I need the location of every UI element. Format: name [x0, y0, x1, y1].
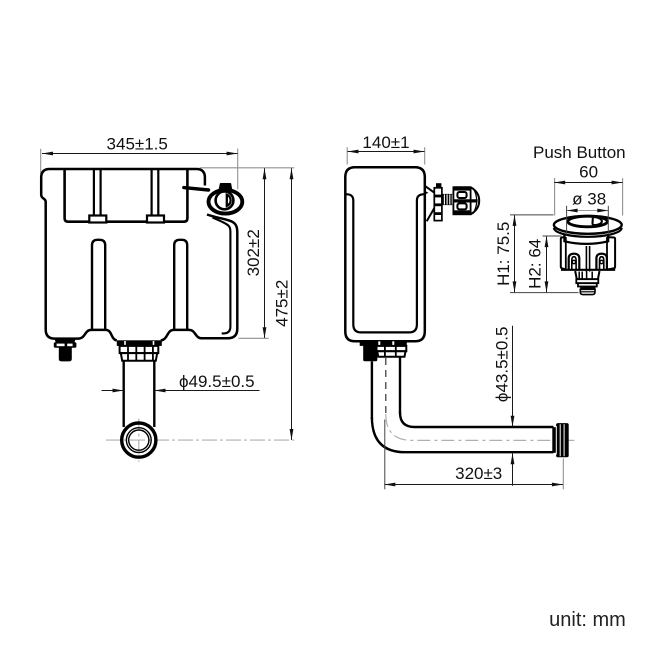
- svg-text:ϕ43.5±0.5: ϕ43.5±0.5: [493, 327, 512, 403]
- svg-text:H2: 64: H2: 64: [525, 239, 544, 289]
- svg-text:475±2: 475±2: [273, 280, 292, 327]
- svg-text:302±2: 302±2: [244, 229, 263, 276]
- svg-text:60: 60: [579, 163, 598, 182]
- svg-text:ø 38: ø 38: [572, 189, 606, 208]
- svg-text:345±1.5: 345±1.5: [107, 134, 168, 153]
- svg-text:320±3: 320±3: [455, 464, 502, 483]
- svg-text:Push Button: Push Button: [533, 143, 626, 162]
- svg-text:140±1: 140±1: [362, 133, 409, 152]
- svg-text:ϕ49.5±0.5: ϕ49.5±0.5: [179, 372, 255, 391]
- svg-text:unit: mm: unit: mm: [549, 609, 626, 631]
- svg-text:H1: 75.5: H1: 75.5: [494, 222, 513, 286]
